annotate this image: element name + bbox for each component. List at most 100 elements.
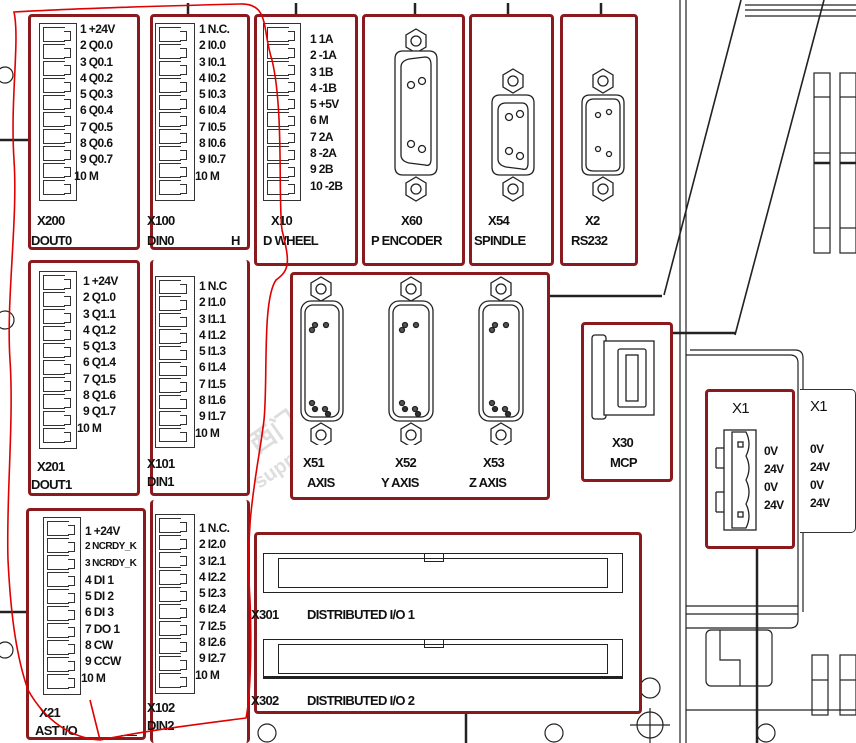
- pin-list-x1-side: 0V 24V 0V 24V: [810, 440, 830, 512]
- terminal-slot: [43, 377, 71, 392]
- terminal-slot: [159, 638, 187, 654]
- connector-x100: [155, 23, 195, 201]
- terminal-slot: [159, 27, 187, 42]
- pin-label: 1 1A: [310, 32, 334, 46]
- pin-label: 3 1B: [310, 64, 334, 79]
- pin-label: 10 M: [81, 670, 106, 685]
- pin-label: 8 I2.6: [199, 635, 226, 650]
- terminal-block-x101: 1 N.C 2 I1.0 3 I1.1 4 I1.2 5 I1.3 6 I1.4…: [147, 260, 250, 496]
- pin-label: 0V: [810, 442, 824, 456]
- pin-label: 7 I1.5: [199, 376, 226, 391]
- terminal-slot: [159, 129, 187, 144]
- pin-label: 9 Q1.7: [83, 404, 116, 419]
- connector-name: DIN1: [147, 474, 175, 489]
- terminal-slot: [47, 606, 75, 621]
- pin-label: 6 I0.4: [199, 103, 226, 118]
- connector-id: X60: [401, 213, 423, 228]
- pin-label: 5 I2.3: [199, 586, 226, 601]
- power-x1: X1 0V 24V 0V 24V: [705, 389, 795, 549]
- pin-label: 1 +24V: [80, 22, 115, 36]
- pin-label: 5 DI 2: [85, 589, 114, 604]
- connector-name: SPINDLE: [474, 233, 526, 248]
- terminal-slot: [47, 657, 75, 672]
- connector-name: P ENCODER: [371, 233, 442, 248]
- pin-label: 6 M: [310, 113, 329, 128]
- terminal-slot: [43, 129, 71, 144]
- dsub-connector-icon: [491, 68, 535, 202]
- pin-list-x200: 1 +24V 2 Q0.0 3 Q0.1 4 Q0.2 5 Q0.3 6 Q0.…: [74, 21, 115, 184]
- terminal-slot: [159, 621, 187, 637]
- pin-label: 8 I0.6: [199, 136, 226, 151]
- connector-id: X1: [810, 398, 828, 415]
- terminal-slot: [43, 112, 71, 127]
- terminal-slot: [159, 296, 187, 311]
- terminal-slot: [159, 78, 187, 93]
- pin-label: 6 DI 3: [85, 605, 114, 620]
- terminal-block-x201: 1 +24V 2 Q1.0 3 Q1.1 4 Q1.2 5 Q1.3 6 Q1.…: [28, 260, 140, 496]
- pin-list-x10: 1 1A 2 -1A 3 1B 4 -1B 5 +5V 6 M 7 2A 8 -…: [310, 31, 343, 194]
- dsub-x54: X54 SPINDLE: [469, 14, 554, 266]
- pin-label: 9 I0.7: [199, 152, 226, 167]
- terminal-slot: [159, 552, 187, 568]
- connector-id: X2: [585, 213, 600, 228]
- pin-label: 1 N.C.: [199, 22, 230, 36]
- terminal-block-x21: 1 +24V 2 NCRDY_K 3 NCRDY_K 4 DI 1 5 DI 2…: [26, 508, 146, 740]
- pin-label: 2 -1A: [310, 48, 337, 63]
- pin-label: 10 M: [195, 168, 220, 183]
- terminal-slot: [267, 78, 295, 93]
- pin-label: 8 Q0.6: [80, 136, 113, 151]
- pin-label: 7 I0.5: [199, 119, 226, 134]
- connector-x102: [155, 514, 195, 694]
- terminal-slot: [43, 309, 71, 324]
- pin-label: 10 -2B: [310, 178, 343, 193]
- terminal-slot: [47, 555, 75, 570]
- pin-label: 4 Q0.2: [80, 70, 113, 85]
- pin-label: 24V: [764, 498, 784, 512]
- terminal-slot: [43, 44, 71, 59]
- terminal-slot: [43, 180, 71, 195]
- pin-label: 10 M: [74, 168, 99, 183]
- terminal-slot: [47, 674, 75, 689]
- connector-id: X302: [251, 693, 279, 708]
- terminal-slot: [43, 78, 71, 93]
- terminal-slot: [267, 163, 295, 178]
- terminal-slot: [43, 394, 71, 409]
- pin-label: 4 DI 1: [85, 572, 114, 587]
- terminal-slot: [267, 44, 295, 59]
- pin-label: 5 I1.3: [199, 344, 226, 359]
- pin-label: 10 M: [195, 425, 220, 440]
- terminal-slot: [159, 586, 187, 602]
- terminal-slot: [43, 61, 71, 76]
- pin-list-x201: 1 +24V 2 Q1.0 3 Q1.1 4 Q1.2 5 Q1.3 6 Q1.…: [77, 273, 118, 436]
- power-plug-icon: [715, 429, 757, 531]
- pin-label: 7 2A: [310, 129, 334, 144]
- pin-label: 7 Q0.5: [80, 119, 113, 134]
- connector-name-overflow: H: [231, 233, 240, 248]
- pin-label: 10 M: [77, 420, 102, 435]
- pin-label: 3 I0.1: [199, 54, 226, 69]
- connector-name: D WHEEL: [263, 233, 319, 248]
- connector-x200: [39, 23, 77, 201]
- terminal-slot: [159, 95, 187, 110]
- connector-name: DOUT0: [31, 233, 72, 248]
- pin-label: 0V: [810, 478, 824, 492]
- pin-label: 9 2B: [310, 162, 334, 177]
- ribbon-connector-x301: [263, 553, 623, 593]
- pin-label: 3 I2.1: [199, 553, 226, 568]
- connector-id: X201: [37, 459, 65, 474]
- pin-label: 5 Q1.3: [83, 339, 116, 354]
- pin-label: 2 NCRDY_K: [85, 541, 137, 553]
- pin-label: 8 Q1.6: [83, 388, 116, 403]
- connector-id: X30: [612, 435, 634, 450]
- connector-x10: [263, 23, 301, 201]
- connector-id: X52: [395, 455, 417, 470]
- terminal-slot: [43, 326, 71, 341]
- pin-label: 1 N.C: [199, 279, 227, 293]
- dsub-axis-group: X51 AXIS X52 Y AXIS X53 Z AXIS: [290, 272, 550, 500]
- connector-id: X54: [488, 213, 510, 228]
- terminal-slot: [43, 95, 71, 110]
- pin-label: 5 +5V: [310, 97, 339, 112]
- pin-label: 7 I2.5: [199, 618, 226, 633]
- connector-id: X53: [483, 455, 505, 470]
